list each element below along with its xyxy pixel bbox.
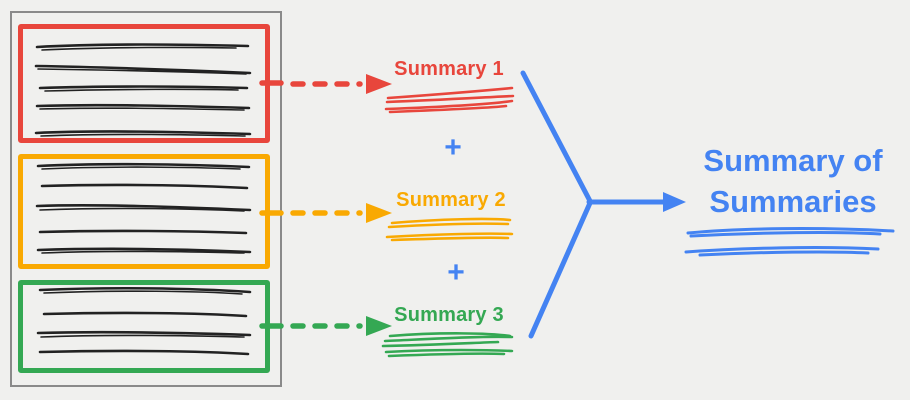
green-dashed-arrow — [259, 316, 392, 336]
plus-operator-2: + — [447, 256, 465, 289]
red-dashed-arrow — [259, 74, 392, 94]
final-summary-label: Summary of Summaries — [703, 143, 883, 219]
document-1-text-lines — [34, 43, 252, 137]
summary-1-text-lines — [384, 86, 515, 114]
blue-merge-arrow — [520, 70, 686, 339]
plus-operator-1: + — [444, 131, 462, 164]
summary-3-text-lines — [381, 332, 514, 358]
summary-3-label: Summary 3 — [394, 304, 504, 326]
summary-2-label: Summary 2 — [396, 189, 506, 211]
document-3-text-lines — [36, 286, 252, 356]
orange-dashed-arrow — [259, 203, 392, 223]
summary-1-label: Summary 1 — [394, 58, 504, 80]
summary-2-text-lines — [385, 217, 514, 242]
final-summary-text-lines — [684, 227, 895, 257]
document-stack-container — [10, 11, 282, 387]
document-2-text-lines — [35, 162, 252, 254]
